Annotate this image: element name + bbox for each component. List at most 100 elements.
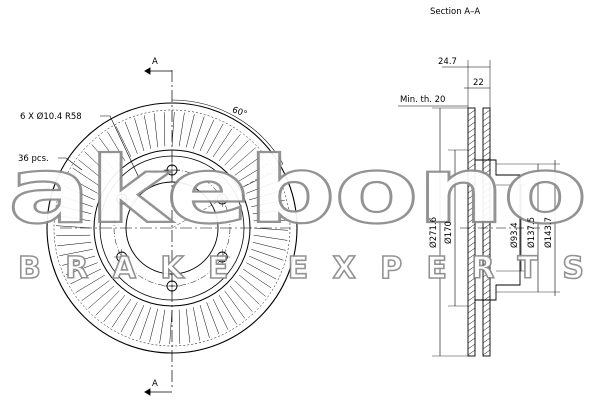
vent-rib (153, 113, 159, 148)
vent-rib (253, 219, 288, 222)
hatch-line (482, 319, 491, 326)
vent-rib (239, 274, 266, 297)
hatch-line (482, 253, 491, 260)
vent-rib (134, 118, 145, 152)
hatch-line (467, 151, 476, 158)
vent-rib (206, 123, 224, 154)
hatch-line (482, 331, 491, 338)
vent-rib (149, 308, 159, 342)
vent-rib (178, 309, 181, 344)
vent-rib (239, 163, 269, 182)
vent-rib (84, 151, 110, 176)
hatch-line (467, 337, 476, 344)
hatch-line (482, 169, 491, 176)
hatch-line (482, 199, 491, 206)
dim-diameter-137-5: Ø137.5 (526, 217, 537, 248)
vent-rib (169, 309, 173, 344)
hatch-line (482, 337, 491, 344)
vent-rib (185, 308, 191, 343)
vent-rib (58, 205, 92, 215)
hatch-line (482, 109, 491, 116)
dim-disc-thickness: 22 (473, 78, 484, 88)
vent-rib (56, 225, 91, 229)
hatch-line (482, 265, 491, 272)
hatch-line (467, 265, 476, 272)
hatch-line (482, 175, 491, 182)
hatch-line (482, 145, 491, 152)
vent-rib (107, 131, 126, 161)
dim-diameter-170: Ø170 (443, 221, 454, 244)
vent-rib (129, 304, 145, 337)
dim-diameter-271-6: Ø271.6 (428, 217, 439, 248)
hatch-line (482, 193, 491, 200)
dim-diameter-143-7: Ø143.7 (543, 217, 554, 248)
center-bore (125, 181, 219, 275)
vent-rib (159, 309, 166, 344)
bolt-holes (113, 162, 231, 294)
hatch-line (467, 217, 476, 224)
hatch-line (482, 343, 491, 350)
vent-rib (103, 295, 126, 322)
hatch-line (482, 217, 491, 224)
hatch-line (482, 313, 491, 320)
vent-rib (88, 285, 115, 309)
vent-rib (65, 262, 98, 276)
hatch-line (467, 235, 476, 242)
vent-rib (56, 234, 91, 237)
hatch-line (467, 247, 476, 254)
hatch-line (482, 205, 491, 212)
vent-rib (218, 134, 241, 161)
hatch-line (482, 163, 491, 170)
vent-rib (143, 115, 152, 149)
hatch-line (482, 127, 491, 134)
hatch-line (467, 301, 476, 308)
section-arrowhead-top (144, 67, 151, 75)
vent-rib (253, 227, 288, 231)
hatch-line (482, 133, 491, 140)
hatch-line (482, 151, 491, 158)
vent-rib (163, 112, 166, 147)
section-title: Section A–A (430, 7, 480, 17)
dim-min-thickness: Min. th. 20 (400, 95, 445, 105)
vent-rib (229, 285, 253, 312)
hatch-line (467, 325, 476, 332)
hatch-line (467, 283, 476, 290)
hatch-line (467, 271, 476, 278)
vent-rib (246, 180, 279, 194)
hatch-line (467, 193, 476, 200)
vent-rib (234, 155, 263, 176)
hatch-line (467, 109, 476, 116)
hatch-line (482, 235, 491, 242)
hatch-line (467, 277, 476, 284)
vent-rib (212, 128, 233, 158)
akebono-watermark: akebono BRAKE EXPERTS (7, 136, 588, 287)
hatch-line (482, 139, 491, 146)
hatch-line (482, 247, 491, 254)
hatch-line (467, 259, 476, 266)
vent-rib (246, 262, 277, 280)
vent-rib (59, 248, 93, 257)
hatch-line (482, 121, 491, 128)
vent-rib (192, 116, 205, 149)
angle-label: 60° (231, 105, 249, 120)
vent-rib (252, 241, 286, 251)
vent-rib (199, 304, 210, 338)
vent-rib (81, 280, 110, 301)
vent-rib (56, 215, 91, 222)
hatch-line (482, 289, 491, 296)
vent-rib (251, 199, 285, 208)
hatch-line (482, 277, 491, 284)
vent-rib (67, 176, 98, 194)
section-arrowhead-bottom (144, 388, 151, 396)
hatch-line (482, 229, 491, 236)
vent-rib (95, 290, 120, 316)
disc-inner-edge (93, 149, 251, 307)
hatch-line (467, 229, 476, 236)
hatch-line (467, 121, 476, 128)
vent-rib (72, 167, 102, 188)
watermark-tagline: BRAKE EXPERTS (18, 251, 584, 286)
hatch-line (467, 205, 476, 212)
vent-rib (62, 255, 96, 266)
vent-rib (57, 241, 92, 247)
hatch-line (467, 139, 476, 146)
